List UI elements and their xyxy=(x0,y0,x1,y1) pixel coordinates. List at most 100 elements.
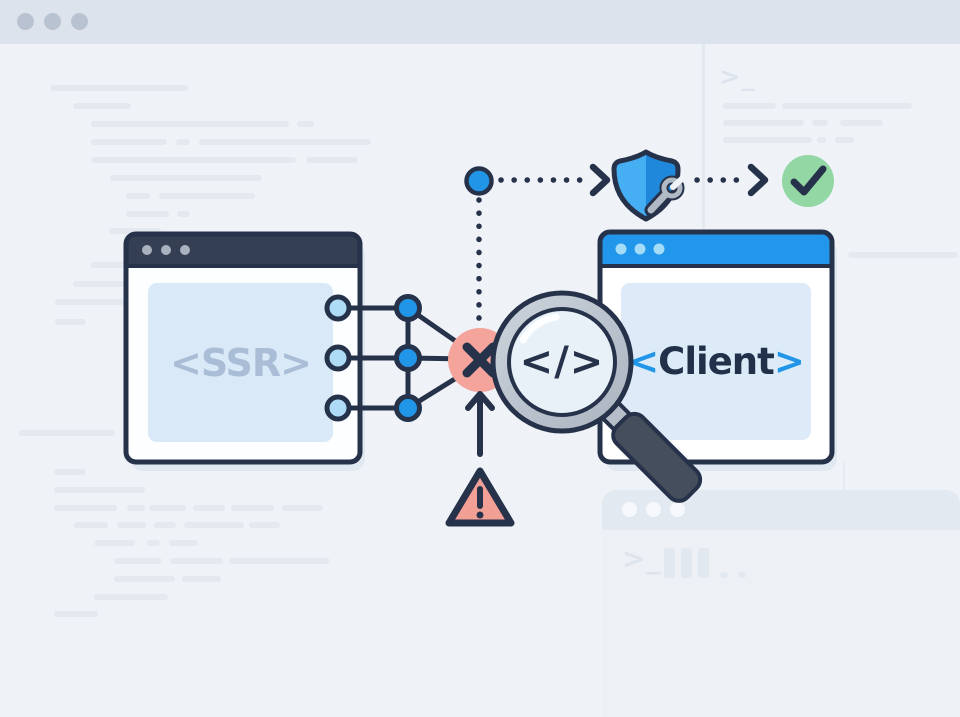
skeleton-line xyxy=(229,558,330,564)
skeleton-bar xyxy=(698,548,709,578)
skeleton-line xyxy=(54,611,98,617)
client-word: Client xyxy=(658,340,775,383)
skeleton-line xyxy=(149,505,186,511)
skeleton-line xyxy=(782,103,912,109)
skeleton-bar xyxy=(664,548,675,578)
skeleton-line xyxy=(110,175,262,181)
skeleton-line xyxy=(127,505,145,511)
skeleton-line xyxy=(55,299,124,305)
skeleton-line xyxy=(91,121,289,127)
skeleton-line xyxy=(126,193,150,199)
window-dot-icon xyxy=(180,245,190,255)
skeleton-line xyxy=(73,281,124,287)
chrome-dot-icon xyxy=(646,502,661,517)
skeleton-line xyxy=(193,505,225,511)
check-icon xyxy=(790,165,827,196)
skeleton-line xyxy=(199,139,371,145)
shield-fix-icon xyxy=(611,149,688,222)
warning-triangle-icon xyxy=(445,467,515,527)
skeleton-line xyxy=(723,120,804,126)
faded-terminal-header xyxy=(602,490,960,530)
chrome-dot-icon xyxy=(622,502,637,517)
skeleton-line xyxy=(126,211,169,217)
faded-terminal-prompt: >_ xyxy=(719,62,757,91)
graph-node-icon xyxy=(394,344,422,372)
skeleton-line xyxy=(282,505,323,511)
skeleton-line xyxy=(114,558,162,564)
skeleton-line xyxy=(231,505,274,511)
skeleton-line xyxy=(91,139,167,145)
skeleton-line xyxy=(19,430,115,436)
skeleton-line xyxy=(54,487,145,493)
skeleton-line xyxy=(848,252,958,258)
skeleton-line xyxy=(840,120,883,126)
warning-pointer xyxy=(445,391,515,527)
window-dot-icon xyxy=(653,243,665,255)
ssr-label: <SSR> xyxy=(170,340,312,385)
client-browser-window xyxy=(597,229,835,465)
window-dot-icon xyxy=(634,243,646,255)
skeleton-line xyxy=(117,522,146,528)
skeleton-line xyxy=(817,137,826,143)
connector-faint-line xyxy=(843,462,845,492)
arrowhead-icon xyxy=(589,163,611,197)
skeleton-line xyxy=(50,85,188,91)
window-dot-icon xyxy=(142,245,152,255)
skeleton-line xyxy=(54,505,117,511)
start-node-icon xyxy=(464,166,494,196)
faded-terminal-window: >_ xyxy=(602,490,960,717)
skeleton-line xyxy=(94,540,135,546)
skeleton-line xyxy=(169,540,198,546)
skeleton-line xyxy=(170,558,223,564)
chrome-dot-icon xyxy=(44,13,61,30)
graph-node-icon xyxy=(394,394,422,422)
skeleton-line xyxy=(159,193,255,199)
skeleton-bar xyxy=(681,548,692,578)
skeleton-dot xyxy=(720,572,728,578)
skeleton-line xyxy=(177,211,190,217)
skeleton-line xyxy=(835,137,854,143)
skeleton-line xyxy=(249,522,280,528)
fix-flow xyxy=(464,149,834,329)
graph-node-icon xyxy=(324,294,352,322)
skeleton-line xyxy=(147,540,160,546)
client-close-bracket: > xyxy=(773,340,805,383)
glass-highlight xyxy=(519,313,560,344)
skeleton-line xyxy=(73,103,131,109)
chrome-dot-icon xyxy=(670,502,685,517)
success-check-badge xyxy=(782,155,834,207)
wrench-icon xyxy=(644,173,688,217)
skeleton-line xyxy=(54,469,86,475)
skeleton-line xyxy=(723,103,776,109)
arrowhead-icon xyxy=(465,391,495,411)
code-glyph: </> xyxy=(519,339,605,385)
skeleton-line xyxy=(154,522,176,528)
node-graph-nodes xyxy=(324,294,422,422)
skeleton-line xyxy=(297,121,314,127)
skeleton-line xyxy=(91,262,127,268)
client-window-header xyxy=(600,232,832,266)
magnifier-handle xyxy=(611,411,703,503)
skeleton-line xyxy=(812,120,828,126)
magnifier-glass xyxy=(507,307,617,417)
chrome-dot-icon xyxy=(71,13,88,30)
window-dot-icon xyxy=(615,243,627,255)
window-chrome-bar xyxy=(0,0,960,44)
skeleton-line xyxy=(723,137,812,143)
panel-divider xyxy=(702,44,705,231)
arrowhead-icon xyxy=(747,163,769,197)
ssr-window-header xyxy=(126,234,360,266)
client-content-area xyxy=(621,283,811,440)
graph-node-icon xyxy=(324,344,352,372)
skeleton-line xyxy=(55,319,86,325)
skeleton-line xyxy=(91,157,296,163)
ssr-content-area xyxy=(148,283,333,442)
skeleton-line xyxy=(109,228,161,234)
graph-node-icon xyxy=(394,294,422,322)
magnifier-icon xyxy=(490,290,703,503)
skeleton-line xyxy=(74,522,108,528)
skeleton-line xyxy=(182,576,221,582)
